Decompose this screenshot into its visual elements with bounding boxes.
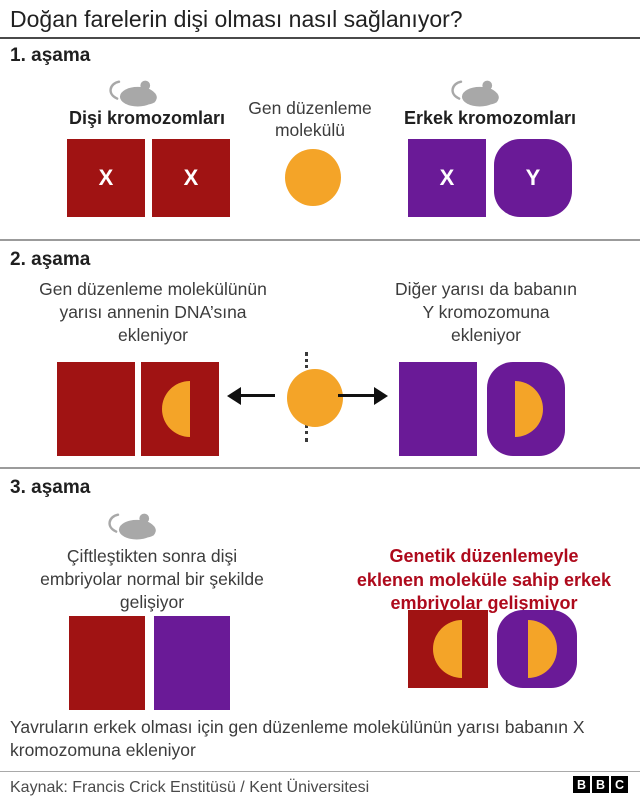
male-embryo-x-edited [408,610,488,688]
male-chromosomes-label: Erkek kromozomları [403,108,577,128]
mother-x-chromosome-plain [57,362,135,456]
right-arrow-icon [374,387,388,405]
footer-divider [0,771,640,772]
stage3-left-caption: Çiftleştikten sonra dişi embriyolar norm… [40,546,264,612]
chromosome-letter: Y [525,165,541,190]
page-title: Doğan farelerin dişi olması nasıl sağlan… [10,6,463,32]
male-x-chromosome: X [408,139,486,217]
female-embryo-x-purple [154,616,230,710]
male-embryo-y-edited [497,610,577,688]
stage2-right-caption: Diğer yarısı da babanın Y kromozomuna ek… [395,279,577,345]
stage1-heading: 1. aşama [10,45,91,66]
stage3-right-caption: Genetik düzenlemeyle eklenen moleküle sa… [356,546,612,613]
stage3-heading: 3. aşama [10,477,91,498]
molecule-half-left [162,381,190,437]
molecule-half-right [528,620,557,678]
section-divider [0,239,640,241]
mouse-icon [104,510,162,545]
molecule-half-right [515,381,543,437]
bbc-logo: B B C [573,776,628,793]
female-x-chromosome-1: X [67,139,145,217]
section-divider [0,467,640,469]
left-arrow-icon [227,387,241,405]
footer-note: Yavruların erkek olması için gen düzenle… [10,717,585,760]
father-y-chromosome-edited [487,362,565,456]
mother-x-chromosome-edited [141,362,219,456]
mouse-icon [447,77,505,112]
chromosome-letter: X [98,165,114,190]
title-divider [0,37,640,39]
father-x-chromosome-plain [399,362,477,456]
male-y-chromosome: Y [494,139,572,217]
stage2-left-caption: Gen düzenleme molekülünün yarısı annenin… [39,279,267,345]
molecule-half-left [433,620,462,678]
gene-editing-molecule-circle [287,369,343,427]
chromosome-letter: X [183,165,199,190]
chromosome-letter: X [439,165,455,190]
female-x-chromosome-2: X [152,139,230,217]
mouse-icon [105,77,163,112]
gene-editing-molecule-circle [285,149,341,206]
female-chromosomes-label: Dişi kromozomları [68,108,226,128]
stage2-heading: 2. aşama [10,249,91,270]
molecule-label: Gen düzenleme molekülü [248,98,372,140]
source-credit: Kaynak: Francis Crick Enstitüsü / Kent Ü… [10,779,370,796]
female-embryo-x-red [69,616,145,710]
